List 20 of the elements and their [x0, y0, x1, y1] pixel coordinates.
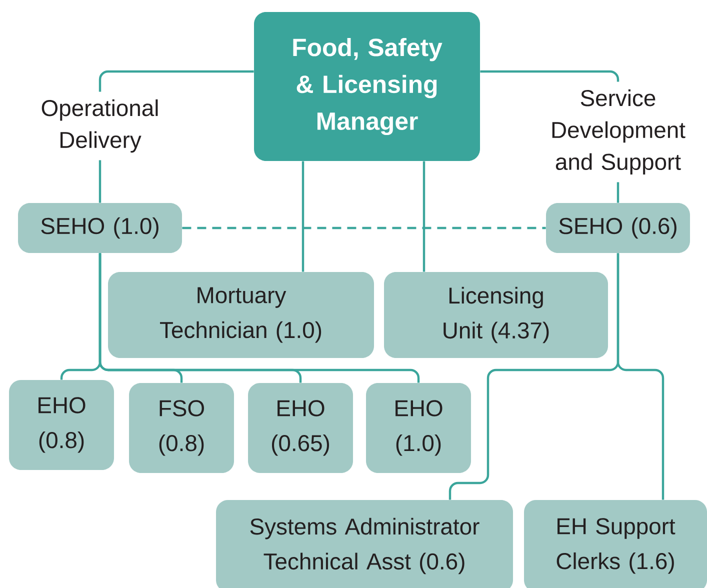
- connector-line: [98, 160, 102, 203]
- connector-line: [422, 161, 426, 272]
- role-box: Licensing Unit (4.37): [384, 272, 608, 358]
- connector-line: [616, 182, 620, 203]
- group-label: Operational Delivery: [42, 99, 158, 153]
- connector-line: [182, 226, 546, 230]
- role-box: EHO (1.0): [366, 383, 471, 473]
- role-box: Mortuary Technician (1.0): [108, 272, 374, 358]
- manager-box: Food, Safety & Licensing Manager: [254, 12, 480, 161]
- role-box: SEHO (0.6): [546, 203, 690, 253]
- role-box: FSO (0.8): [129, 383, 234, 473]
- role-box: EH Support Clerks (1.6): [524, 500, 707, 588]
- group-label: Service Development and Support: [552, 89, 686, 175]
- role-box: Systems Administrator Technical Asst (0.6): [216, 500, 513, 588]
- connector-line: [616, 253, 664, 500]
- role-box: EHO (0.65): [248, 383, 353, 473]
- connector-line: [98, 70, 254, 92]
- connector-line: [302, 161, 304, 272]
- role-box: EHO (0.8): [9, 380, 114, 470]
- role-box: SEHO (1.0): [18, 203, 182, 253]
